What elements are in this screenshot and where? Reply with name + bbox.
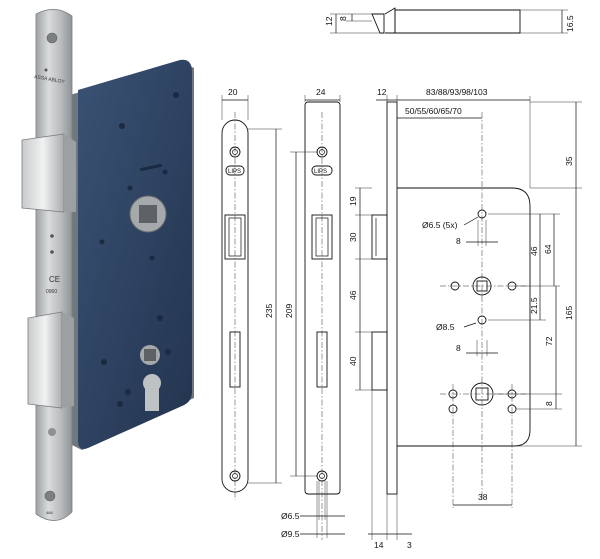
- side-dim-40: 40: [348, 356, 358, 366]
- plate1-logo: LIPS: [228, 169, 241, 175]
- side-dim-8-c: 8: [544, 401, 554, 406]
- side-dim-64: 64: [543, 244, 553, 254]
- side-dim-38: 38: [478, 492, 488, 502]
- plate2-logo: LIPS: [314, 169, 327, 175]
- side-dim-165: 165: [564, 306, 574, 320]
- side-dim-46-right: 46: [529, 246, 539, 256]
- side-dim-21-5: 21.5: [529, 297, 539, 314]
- side-dim-35: 35: [564, 156, 574, 166]
- cert-number: 0960: [46, 289, 57, 295]
- side-dim-14: 14: [374, 540, 384, 550]
- plate2-dia-9-5: Ø9.5: [281, 529, 300, 539]
- front-plate-view-right: 24 LIPS 209 Ø6.5 Ø9.5: [281, 87, 345, 540]
- side-dim-72: 72: [544, 336, 554, 346]
- side-holes-callout: Ø6.5 (5x): [422, 220, 458, 230]
- brand-text: ASSA ABLOY: [34, 74, 66, 85]
- side-dim-3: 3: [407, 540, 412, 550]
- top-dim-8: 8: [338, 16, 348, 21]
- lock-photo: ASSA ABLOY CE 0960 486: [21, 9, 194, 521]
- ce-mark: CE: [49, 275, 60, 284]
- side-backset-overall: 83/88/93/98/103: [426, 87, 488, 97]
- side-dim-19: 19: [348, 196, 358, 206]
- side-dim-12: 12: [377, 87, 387, 97]
- plate2-dia-6-5: Ø6.5: [281, 511, 300, 521]
- top-view: 12 8 16.5: [324, 7, 575, 34]
- top-dim-16-5: 16.5: [565, 15, 575, 32]
- foot-number: 486: [46, 510, 53, 515]
- side-dim-8-b: 8: [456, 343, 461, 353]
- top-dim-12: 12: [324, 16, 334, 26]
- side-dim-8-a: 8: [456, 236, 461, 246]
- plate2-height-209: 209: [284, 304, 294, 318]
- side-dia-8-5: Ø8.5: [436, 322, 455, 332]
- front-plate-view-left: 20 LIPS 235: [221, 87, 282, 500]
- side-dim-46-left: 46: [348, 290, 358, 300]
- plate1-width-20: 20: [228, 87, 238, 97]
- side-backset: 50/55/60/65/70: [405, 106, 462, 116]
- side-dim-30: 30: [348, 232, 358, 242]
- plate2-width-24: 24: [316, 87, 326, 97]
- side-view: 12 83/88/93/98/103 50/55/60/65/70 35 64 …: [348, 87, 582, 550]
- plate1-height-235: 235: [264, 304, 274, 318]
